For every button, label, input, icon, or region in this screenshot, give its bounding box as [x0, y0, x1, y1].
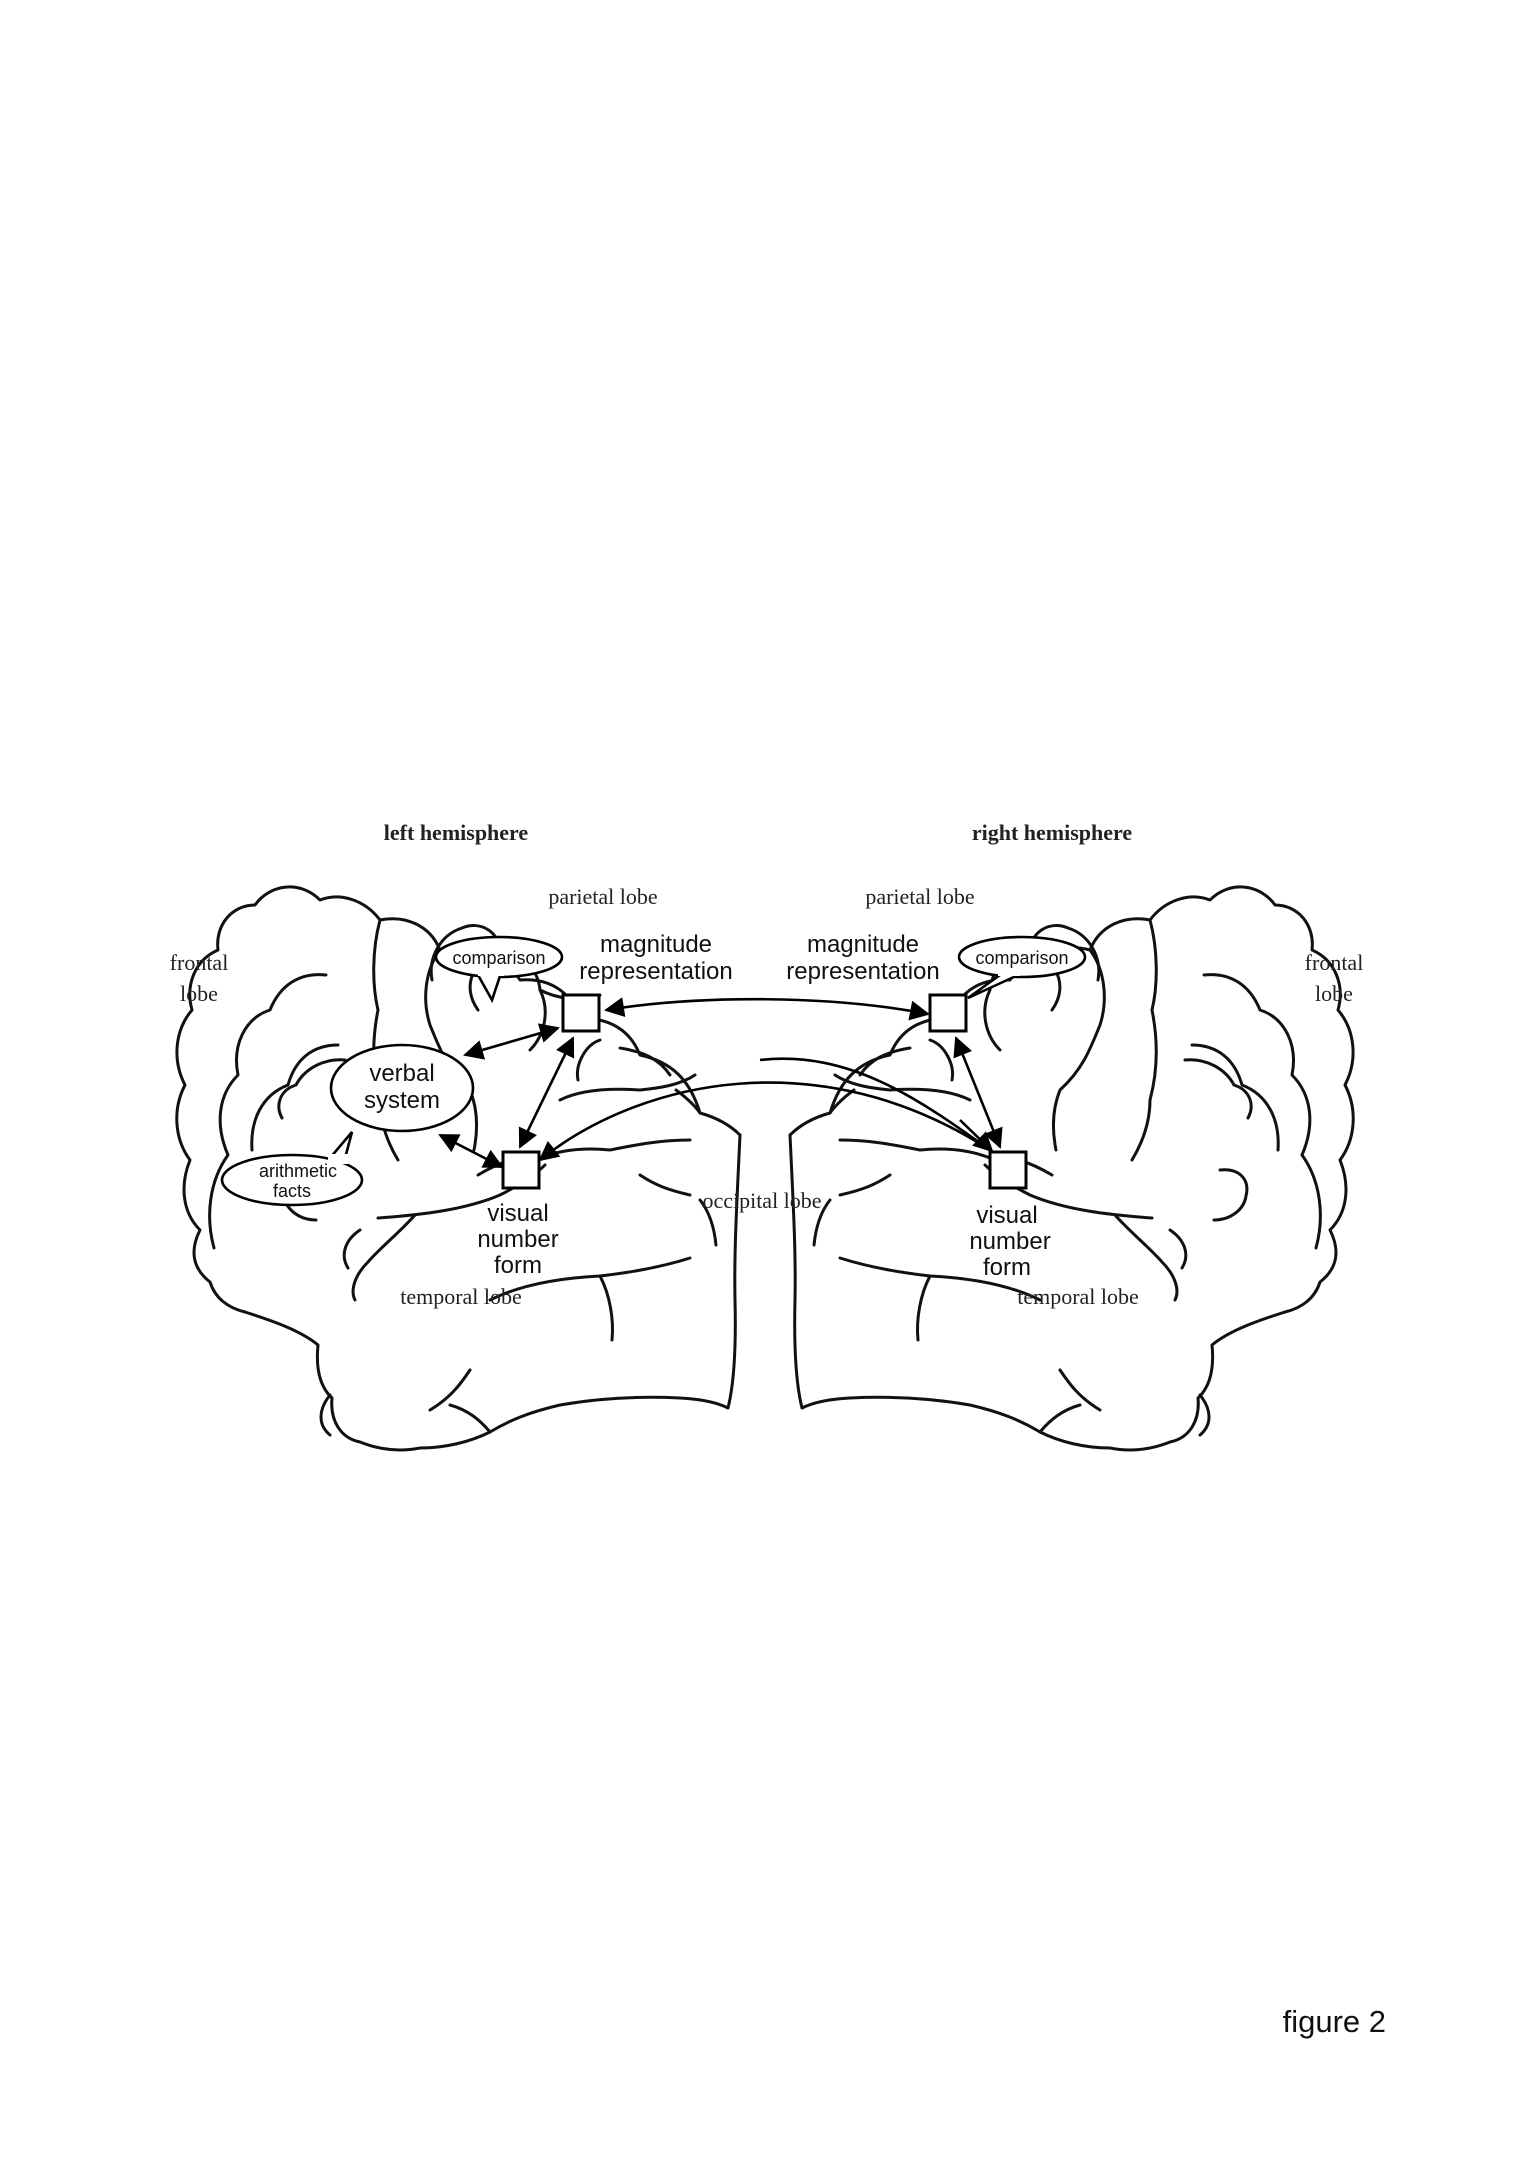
visual-label-right-line-2: number — [969, 1228, 1050, 1255]
frontal-lobe-label-left-line-1: frontal — [170, 950, 229, 975]
visual-left-to-magnitude-right-arrow — [538, 1081, 991, 1162]
visual-label-left-line-2: number — [477, 1226, 558, 1253]
magnitude-box-left — [561, 993, 601, 1033]
temporal-lobe-label-left: temporal lobe — [400, 1284, 522, 1309]
magnitude-left-to-visual-right-arrow — [759, 1057, 991, 1152]
visual-label-right-line-3: form — [983, 1254, 1031, 1281]
left-hemisphere-title: left hemisphere — [384, 820, 529, 845]
verbal-system-bubble: verbal system — [329, 1043, 475, 1133]
visual-label-right-line-1: visual — [976, 1202, 1037, 1229]
visual-box-right — [988, 1150, 1028, 1190]
right-hemisphere-drawing — [788, 885, 1355, 1452]
magnitude-label-left-line-2: representation — [579, 958, 732, 985]
parietal-lobe-label-right: parietal lobe — [865, 884, 974, 909]
frontal-lobe-label-left-line-2: lobe — [180, 981, 218, 1006]
arc-into-visual-right — [959, 1119, 994, 1153]
right-hemisphere-title: right hemisphere — [972, 820, 1133, 845]
frontal-lobe-label-right-line-2: lobe — [1315, 981, 1353, 1006]
magnitude-label-left-line-1: magnitude — [600, 931, 712, 958]
occipital-lobe-label: occipital lobe — [702, 1188, 821, 1213]
parietal-lobe-label-left: parietal lobe — [548, 884, 657, 909]
temporal-lobe-label-right: temporal lobe — [1017, 1284, 1139, 1309]
visual-label-left-line-1: visual — [487, 1200, 548, 1227]
magnitude-right-to-visual-right-arrow — [953, 1036, 1003, 1149]
magnitude-to-magnitude-arrow — [604, 997, 930, 1021]
visual-label-left-line-3: form — [494, 1252, 542, 1279]
comparison-bubble-right: comparison — [957, 935, 1087, 1000]
verbal-to-visual-left-arrow — [438, 1133, 504, 1169]
magnitude-left-to-visual-left-arrow — [518, 1036, 575, 1149]
comparison-label-left: comparison — [452, 948, 545, 968]
verbal-to-magnitude-arrow — [463, 1023, 560, 1060]
visual-box-left — [501, 1150, 541, 1190]
comparison-label-right: comparison — [975, 948, 1068, 968]
figure-caption: figure 2 — [1282, 2004, 1386, 2039]
verbal-label-line-2: system — [364, 1087, 440, 1114]
arithmetic-label-line-2: facts — [273, 1181, 311, 1201]
verbal-label-line-1: verbal — [369, 1060, 434, 1087]
comparison-bubble-left: comparison — [434, 935, 564, 1004]
frontal-lobe-label-right-line-1: frontal — [1305, 950, 1364, 975]
magnitude-box-right — [928, 993, 968, 1033]
magnitude-label-right-line-2: representation — [786, 958, 939, 985]
arithmetic-facts-bubble: arithmetic facts — [220, 1131, 364, 1207]
magnitude-label-right-line-1: magnitude — [807, 931, 919, 958]
arithmetic-label-line-1: arithmetic — [259, 1161, 337, 1181]
